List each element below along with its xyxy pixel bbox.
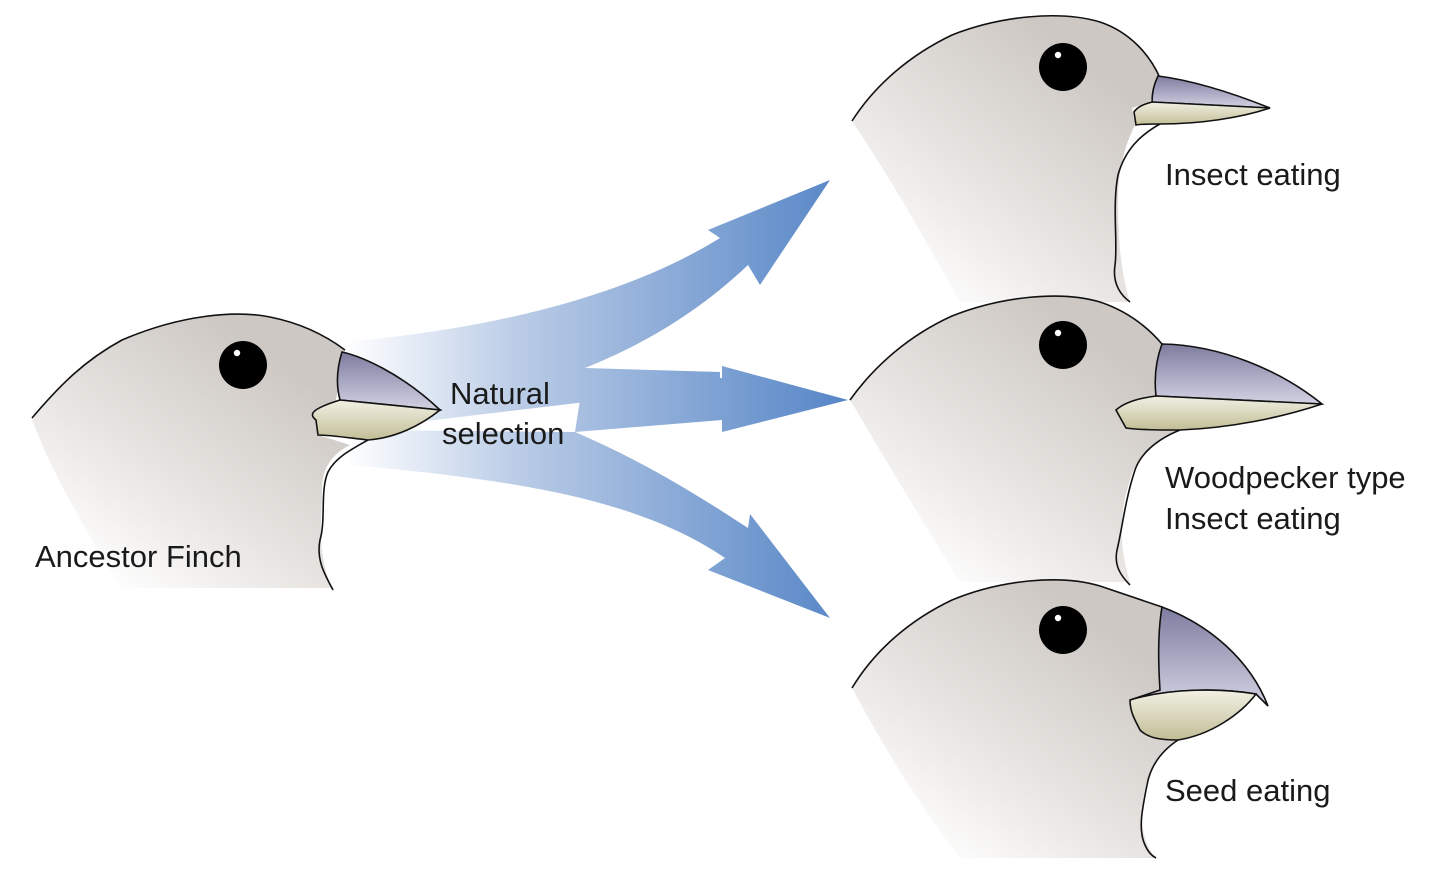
ancestor-finch-eye-highlight — [233, 349, 241, 357]
natural-selection-label-line2: selection — [442, 416, 565, 451]
woodpecker-type-finch — [849, 295, 1325, 586]
insect-eating-finch-eye — [1039, 43, 1087, 91]
arrow-to-seed-eater — [350, 430, 830, 618]
natural-selection-label-line1: Natural — [450, 376, 550, 411]
insect-eating-finch — [851, 15, 1271, 303]
insect-eating-finch-outline — [851, 15, 1161, 122]
seed-eating-finch-lower-beak — [1129, 689, 1258, 741]
seed-eating-finch-outline — [851, 579, 1163, 689]
seed-eating-finch-head — [852, 579, 1178, 858]
ancestor-finch-lower-beak — [311, 399, 443, 441]
ancestor-finch-label: Ancestor Finch — [35, 539, 242, 574]
woodpecker-type-label-line1: Woodpecker type — [1165, 460, 1406, 495]
insect-eating-label: Insect eating — [1165, 157, 1341, 192]
woodpecker-type-finch-outline — [849, 295, 1163, 401]
woodpecker-type-finch-head — [850, 296, 1180, 582]
arrow-to-woodpecker-type — [575, 366, 848, 432]
ancestor-finch-outline — [31, 313, 346, 419]
woodpecker-type-finch-eye — [1039, 321, 1087, 369]
seed-eating-finch-throat — [1140, 739, 1179, 859]
seed-eating-finch-eye — [1039, 606, 1087, 654]
woodpecker-type-label-line2: Insect eating — [1165, 501, 1341, 536]
insect-eating-finch-head — [852, 15, 1160, 302]
insect-eating-finch-throat — [1113, 123, 1161, 303]
ancestor-finch-head — [32, 314, 350, 588]
seed-eating-label: Seed eating — [1165, 773, 1331, 808]
insect-eating-finch-eye-highlight — [1054, 51, 1062, 59]
woodpecker-type-finch-lower-beak — [1114, 395, 1323, 431]
insect-eating-finch-lower-beak — [1133, 101, 1271, 126]
ancestor-finch-throat — [318, 439, 369, 591]
woodpecker-type-finch-upper-beak — [1154, 343, 1325, 405]
woodpecker-type-finch-throat — [1115, 429, 1181, 586]
seed-eating-finch-eye-highlight — [1054, 614, 1062, 622]
woodpecker-type-finch-eye-highlight — [1054, 329, 1062, 337]
selection-arrows — [345, 180, 848, 618]
arrow-to-insect-eater — [345, 180, 830, 430]
ancestor-finch — [31, 313, 443, 591]
ancestor-finch-eye — [219, 341, 267, 389]
seed-eating-finch — [851, 579, 1269, 859]
